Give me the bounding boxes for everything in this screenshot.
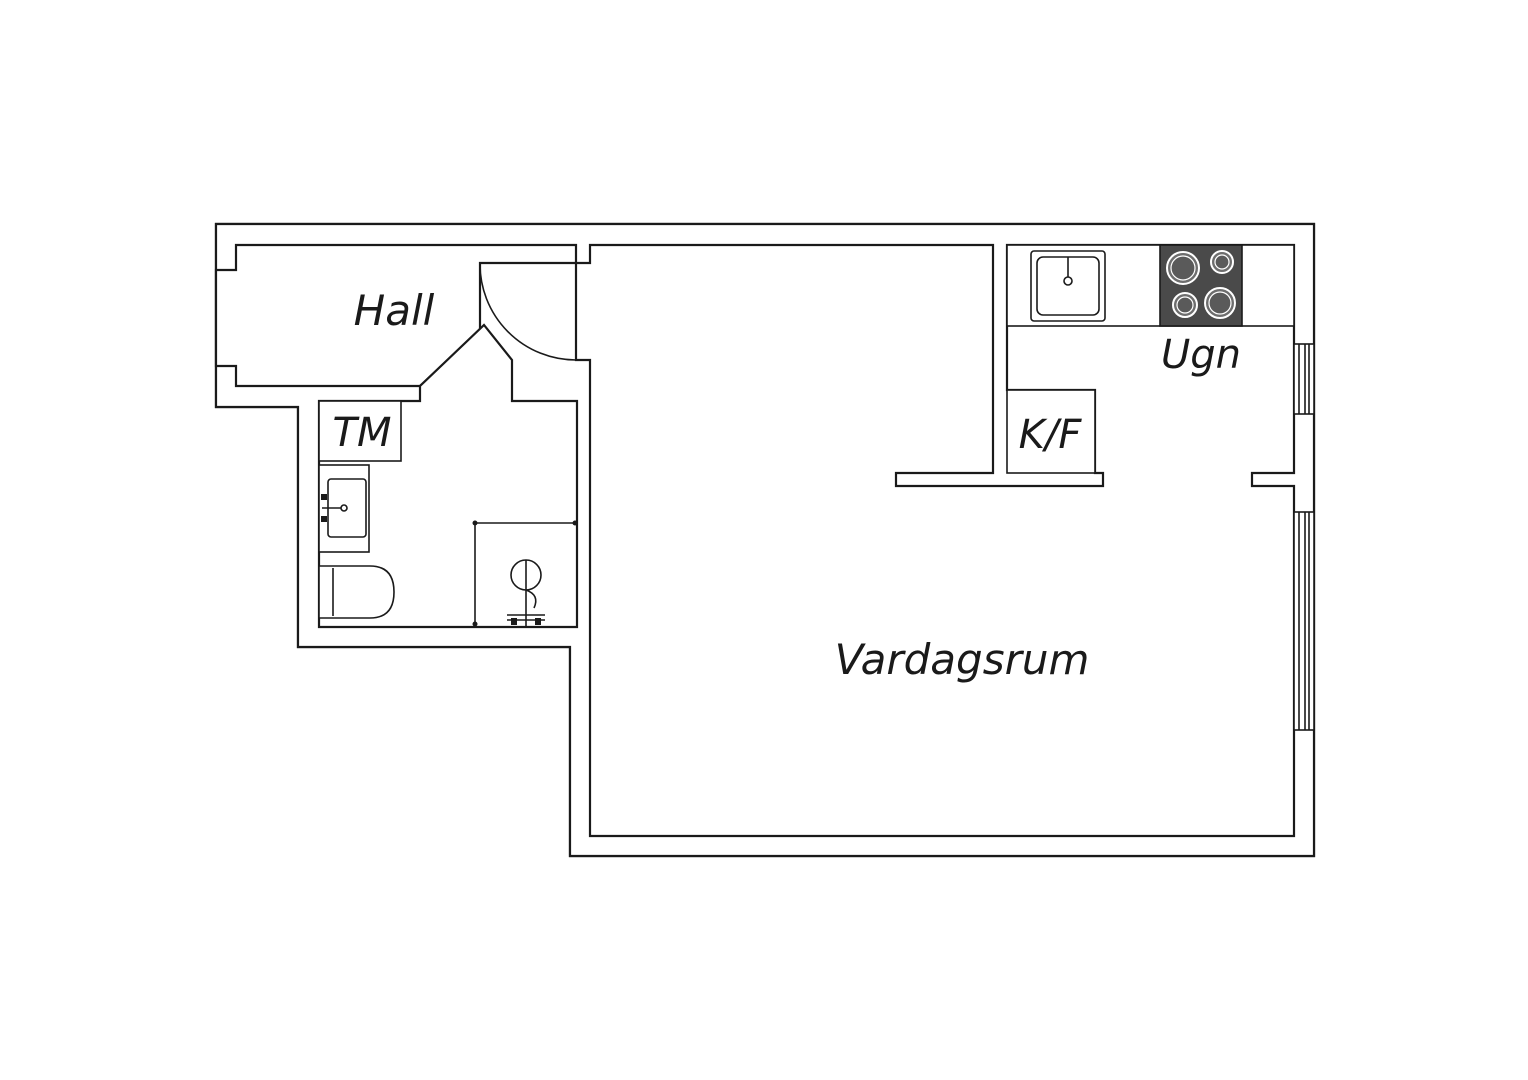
room-label-ugn: Ugn <box>1161 332 1241 378</box>
bathroom-door-arc <box>483 324 513 398</box>
toilet-icon <box>318 565 395 619</box>
fridge-freezer-box <box>1006 389 1096 474</box>
stove-icon <box>1159 244 1243 327</box>
room-label-vardagsrum: Vardagsrum <box>835 635 1090 684</box>
kitchen-sink-icon <box>1030 250 1106 322</box>
window-lower <box>1293 511 1315 731</box>
shower-icon <box>472 520 578 627</box>
room-label-kf: K/F <box>1019 412 1083 458</box>
washing-machine-box <box>318 400 402 462</box>
door-swing-arc <box>479 262 577 361</box>
bathroom-sink-icon <box>318 464 370 553</box>
room-label-tm: TM <box>333 410 392 456</box>
window-upper <box>1293 343 1315 415</box>
room-label-hall: Hall <box>354 286 435 335</box>
